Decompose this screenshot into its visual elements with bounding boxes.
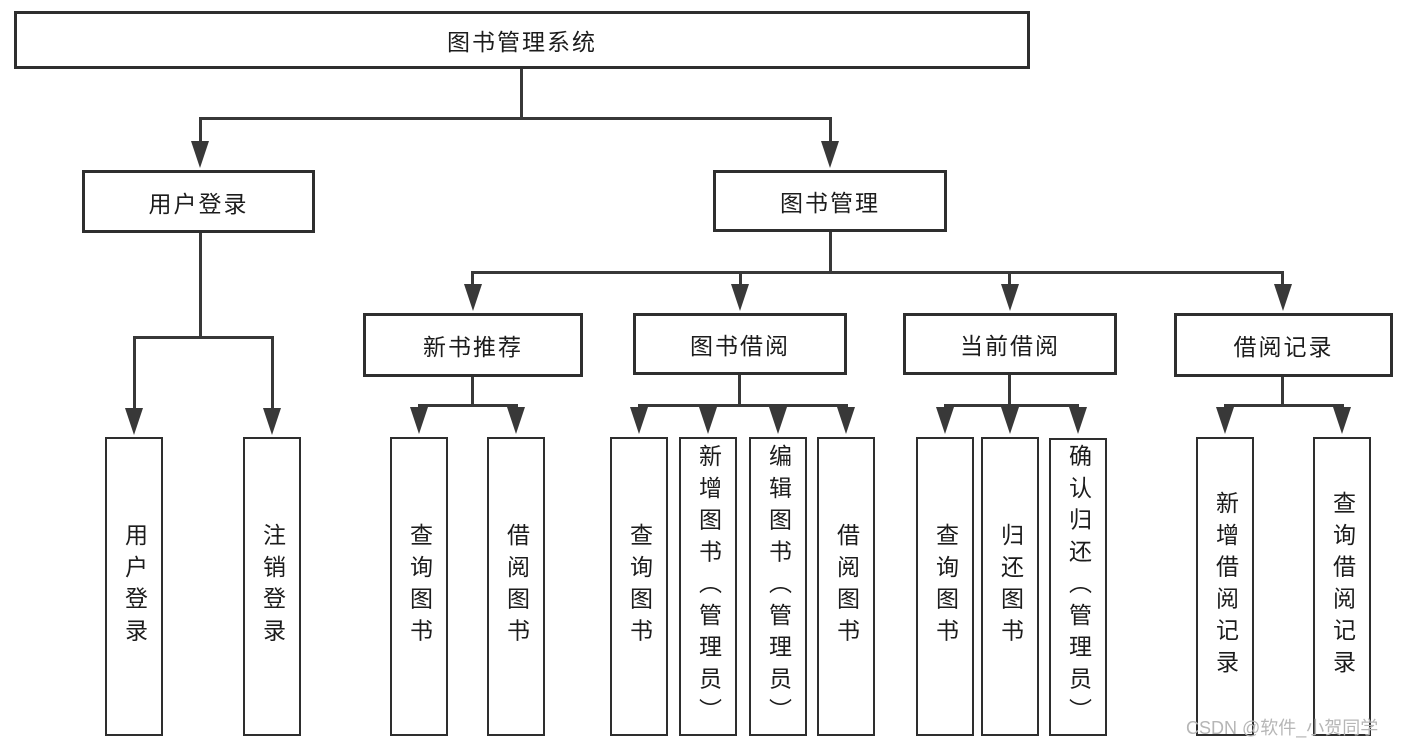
- connector-line: [471, 375, 474, 406]
- connector-line: [133, 336, 274, 339]
- arrowhead-icon: [464, 284, 482, 311]
- node-label: 图书借阅: [690, 333, 790, 359]
- node-new-book-recommendation: 新书推荐: [363, 313, 583, 377]
- arrowhead-icon: [1274, 284, 1292, 311]
- node-current-borrowing: 当前借阅: [903, 313, 1117, 375]
- connector-line: [199, 233, 202, 339]
- node-label: 查询借阅记录: [1329, 491, 1356, 682]
- connector-line: [944, 404, 1079, 407]
- connector-line: [1008, 373, 1011, 406]
- node-label: 查询图书: [932, 523, 959, 650]
- node-library-management-system: 图书管理系统: [14, 11, 1030, 69]
- connector-line: [1008, 271, 1011, 285]
- node-label: 新增借阅记录: [1212, 491, 1239, 682]
- node-label: 查询图书: [626, 523, 653, 650]
- connector-line: [471, 271, 1284, 274]
- node-user-login: 用户登录: [82, 170, 315, 233]
- arrowhead-icon: [1333, 407, 1351, 434]
- node-label: 借阅图书: [833, 523, 860, 650]
- node-label: 归还图书: [997, 523, 1024, 650]
- node-label: 查询图书: [406, 523, 433, 650]
- arrowhead-icon: [699, 407, 717, 434]
- arrowhead-icon: [1069, 407, 1087, 434]
- leaf-edit-books-admin: 编辑图书（管理员）: [749, 437, 807, 736]
- node-label: 借阅记录: [1233, 334, 1334, 360]
- node-label: 用户登录: [148, 190, 249, 217]
- leaf-borrow-books-borrowing: 借阅图书: [817, 437, 875, 736]
- arrowhead-icon: [125, 408, 143, 435]
- node-label: 编辑图书（管理员）: [765, 443, 792, 730]
- arrowhead-icon: [410, 407, 428, 434]
- leaf-query-books-recommend: 查询图书: [390, 437, 448, 736]
- watermark: CSDN @软件_小贺同学: [1186, 718, 1379, 738]
- arrowhead-icon: [191, 141, 209, 168]
- connector-line: [1224, 404, 1344, 407]
- leaf-query-books-current: 查询图书: [916, 437, 974, 736]
- connector-line: [133, 336, 136, 409]
- node-label: 用户登录: [121, 523, 148, 650]
- connector-line: [199, 117, 202, 142]
- node-label: 新书推荐: [423, 334, 523, 360]
- connector-line: [418, 404, 518, 407]
- node-borrowing-records: 借阅记录: [1174, 313, 1393, 377]
- node-book-management: 图书管理: [713, 170, 947, 232]
- leaf-borrow-books-recommend: 借阅图书: [487, 437, 545, 736]
- leaf-query-books-borrowing: 查询图书: [610, 437, 668, 736]
- arrowhead-icon: [630, 407, 648, 434]
- arrowhead-icon: [1001, 407, 1019, 434]
- arrowhead-icon: [821, 141, 839, 168]
- node-label: 当前借阅: [960, 333, 1060, 359]
- leaf-logout: 注销登录: [243, 437, 301, 736]
- leaf-add-books-admin: 新增图书（管理员）: [679, 437, 737, 736]
- connector-line: [829, 232, 832, 274]
- arrowhead-icon: [507, 407, 525, 434]
- connector-line: [638, 404, 848, 407]
- node-label: 图书管理: [780, 190, 880, 216]
- arrowhead-icon: [263, 408, 281, 435]
- node-book-borrowing: 图书借阅: [633, 313, 847, 375]
- connector-line: [271, 336, 274, 409]
- node-label: 注销登录: [259, 523, 286, 650]
- connector-line: [1281, 375, 1284, 406]
- connector-line: [1281, 271, 1284, 285]
- connector-line: [829, 117, 832, 142]
- arrowhead-icon: [837, 407, 855, 434]
- arrowhead-icon: [731, 284, 749, 311]
- node-label: 确认归还（管理员）: [1065, 444, 1092, 730]
- connector-line: [738, 373, 741, 406]
- arrowhead-icon: [1001, 284, 1019, 311]
- connector-line: [471, 271, 474, 285]
- connector-line: [199, 117, 832, 120]
- leaf-user-login: 用户登录: [105, 437, 163, 736]
- arrowhead-icon: [1216, 407, 1234, 434]
- leaf-query-borrow-record: 查询借阅记录: [1313, 437, 1371, 736]
- node-label: 新增图书（管理员）: [695, 443, 722, 730]
- arrowhead-icon: [936, 407, 954, 434]
- connector-line: [520, 68, 523, 120]
- node-label: 借阅图书: [503, 523, 530, 650]
- leaf-confirm-return-admin: 确认归还（管理员）: [1049, 438, 1107, 736]
- node-label: 图书管理系统: [447, 29, 597, 55]
- leaf-add-borrow-record: 新增借阅记录: [1196, 437, 1254, 736]
- connector-line: [739, 271, 742, 285]
- arrowhead-icon: [769, 407, 787, 434]
- leaf-return-books: 归还图书: [981, 437, 1039, 736]
